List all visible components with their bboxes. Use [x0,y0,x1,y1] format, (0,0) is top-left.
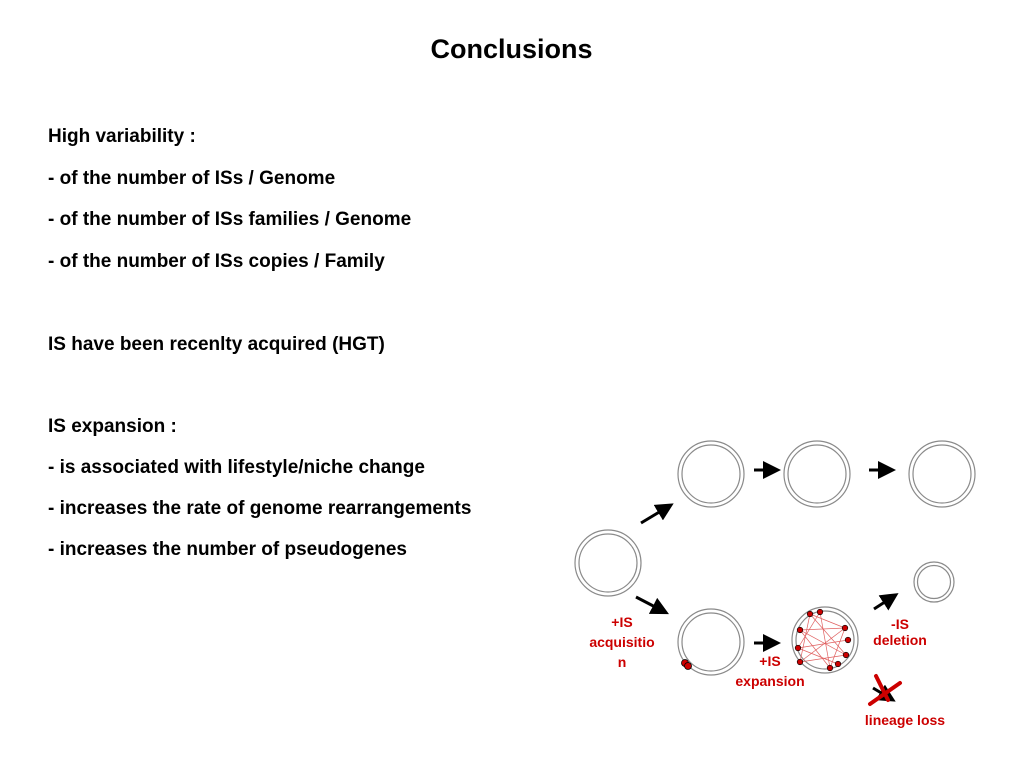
cross-icon [868,674,902,706]
upper-genome-2-circle [783,440,851,508]
upper-genome-1-circle [677,440,745,508]
bullet-copies-family: - of the number of ISs copies / Family [48,251,385,272]
heading-high-variability: High variability : [48,126,196,147]
is-element-dot [841,624,849,632]
deletion-genome-circle [913,561,955,603]
upper-genome-3-circle [908,440,976,508]
is-element-dot [826,664,834,672]
slide-title: Conclusions [430,34,593,64]
is-element-dot [796,626,804,634]
is-element-dot [844,636,852,644]
lineage-loss-label: lineage loss [864,712,946,728]
arrow-up-branch [640,503,674,525]
bullet-pseudogenes: - increases the number of pseudogenes [48,539,407,560]
bullet-number-iss-genome: - of the number of ISs / Genome [48,168,336,189]
heading-is-expansion: IS expansion : [48,416,177,437]
is-element-dot [834,660,842,668]
bullet-lifestyle-change: - is associated with lifestyle/niche cha… [48,457,425,478]
is-acquisition-label: +IS acquisitio n [589,614,655,670]
is-element-dot [684,662,692,670]
expansion-genome-circle [791,606,859,674]
arrow-deletion [873,593,899,611]
acquisition-genome-circle [677,608,745,676]
ancestor-genome-circle [574,529,642,597]
is-element-dot [794,644,802,652]
is-deletion-label: -IS deletion [873,616,927,648]
is-expansion-label: +IS expansion [735,653,805,689]
is-element-dot [796,658,804,666]
bullet-genome-rearrangements: - increases the rate of genome rearrange… [48,498,472,519]
is-element-dot [806,610,814,618]
is-element-dot [842,651,850,659]
bullet-number-families-genome: - of the number of ISs families / Genome [48,209,412,230]
arrow-down-branch [635,595,669,615]
is-element-dot [816,608,824,616]
statement-recent-acquisition: IS have been recenlty acquired (HGT) [48,334,385,355]
